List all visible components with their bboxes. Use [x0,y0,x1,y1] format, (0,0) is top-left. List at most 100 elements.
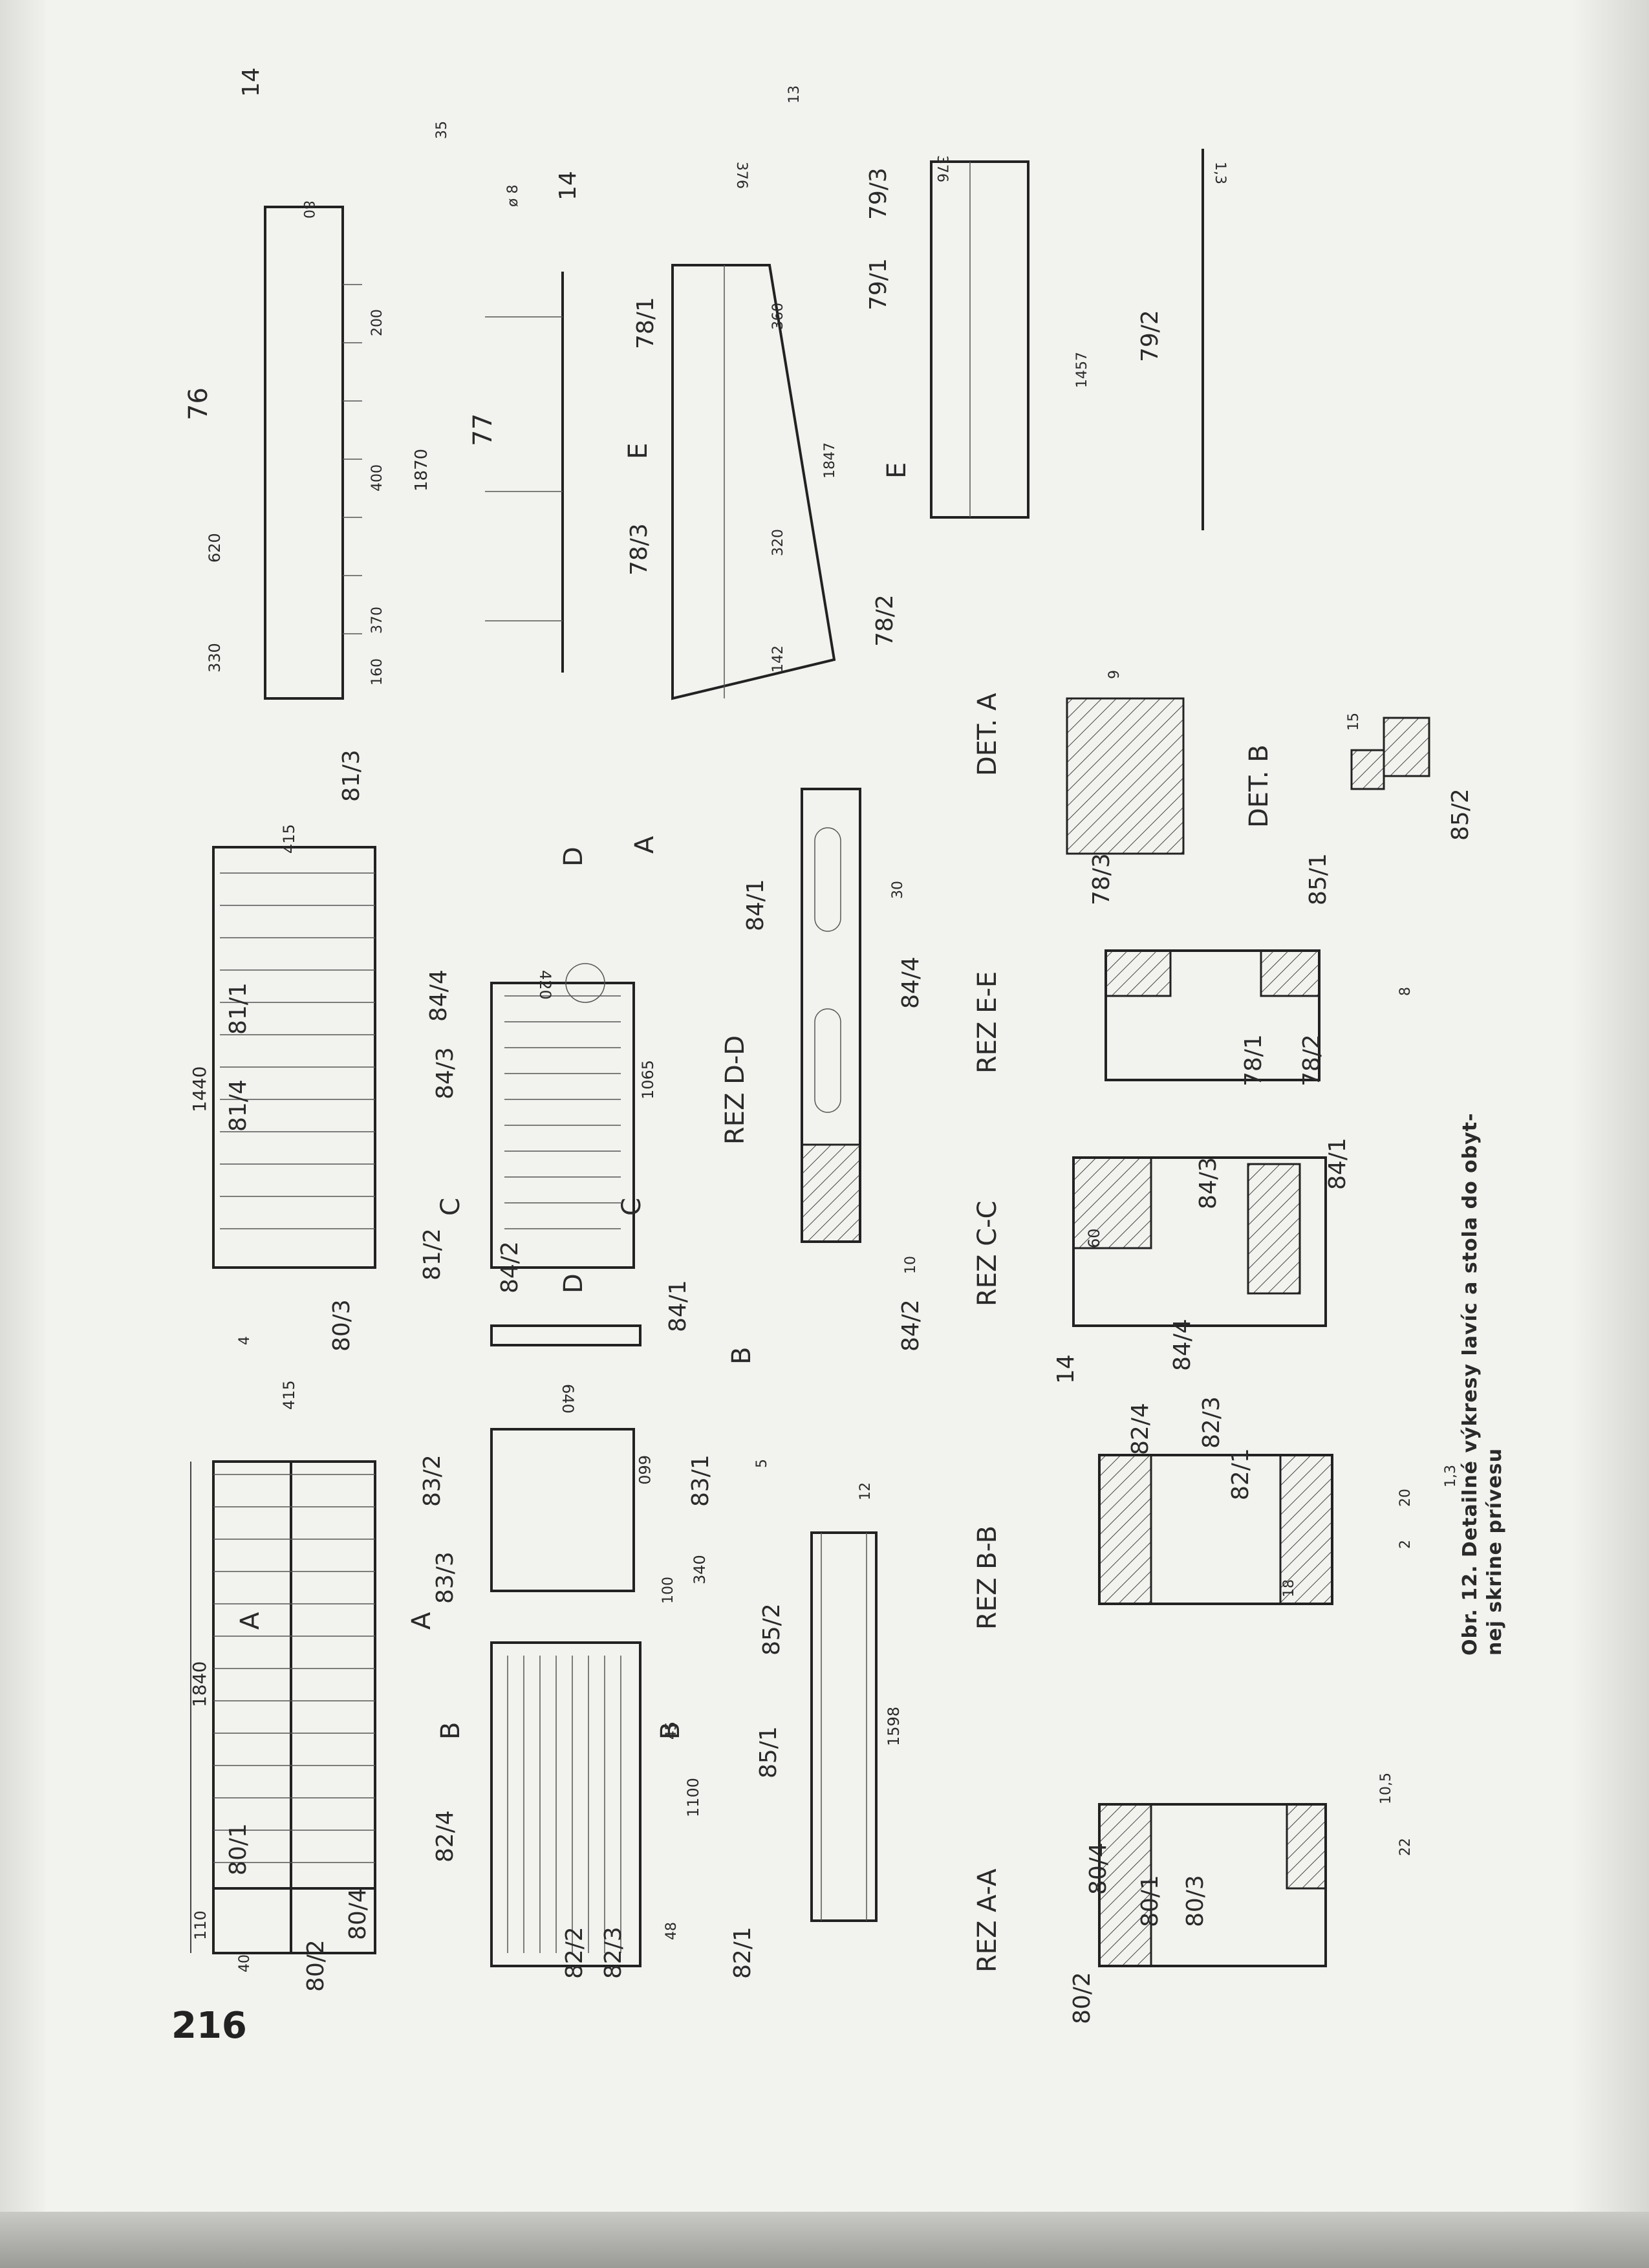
dim-22: 22 [1397,1838,1414,1856]
page-number: 216 [171,2005,247,2047]
detail-b-drawing [1350,717,1430,790]
label-80-3-section: 80/3 [1182,1875,1209,1927]
cut-marker-b-2: B [656,1722,685,1740]
board-85-outline [810,1531,878,1922]
dim-30: 30 [890,881,906,899]
dim-400: 400 [369,464,385,491]
dim-330: 330 [206,643,224,673]
section-title-rez-dd: REZ D-D [720,1035,750,1145]
dim-200: 200 [369,309,385,336]
cut-marker-c-2: C [617,1198,647,1216]
cut-marker-a-detail: A [630,836,660,854]
label-78-2-ee: 78/2 [1299,1034,1325,1086]
cut-marker-e-1: E [623,443,653,459]
label-14-top: 14 [238,67,264,97]
bench-84-plan [490,963,635,1269]
dim-phi8: ø 8 [505,185,521,207]
dim-320: 320 [770,529,786,556]
cut-marker-b-1: B [436,1722,466,1740]
dim-18: 18 [1281,1579,1297,1597]
dim-100: 100 [660,1577,676,1604]
label-83-1: 83/1 [687,1454,714,1507]
dim-110: 110 [191,1910,210,1940]
dim-5: 5 [754,1459,770,1468]
caption-line-1: Obr. 12. Detailné výkresy lavíc a stola … [1459,1112,1482,1656]
scan-right-shade [1571,0,1649,2268]
cut-marker-a-1: A [235,1612,265,1630]
cut-marker-b-detail: B [727,1347,757,1365]
label-83-2: 83/2 [419,1454,446,1507]
dim-80: 80 [300,200,316,219]
label-14-section: 14 [1053,1354,1079,1384]
label-77: 77 [468,413,498,446]
dim-45: 45 [663,1722,680,1740]
label-84-1: 84/1 [665,1280,691,1332]
bench-80-outline [212,1460,376,1954]
dim-415-a: 415 [280,1380,298,1410]
bench-82-plan [490,1641,641,1967]
dim-360: 360 [770,303,786,330]
dim-370: 370 [369,607,385,634]
dim-142: 142 [770,645,786,673]
label-80-4-section: 80/4 [1085,1842,1112,1895]
label-14-leg: 14 [555,171,581,200]
cut-marker-d-1: D [559,1273,588,1293]
dim-1840: 1840 [189,1661,210,1707]
dim-1457: 1457 [1074,352,1090,388]
label-79-2: 79/2 [1137,310,1163,362]
label-84-1-dd: 84/1 [742,879,769,931]
dim-35: 35 [434,121,450,139]
label-79-1: 79/1 [865,258,892,310]
section-title-det-a: DET. A [973,693,1002,776]
bench-81-plan [212,846,376,1269]
label-82-4-section: 82/4 [1127,1403,1154,1455]
dim-415-b: 415 [280,824,298,854]
dim-640: 640 [559,1384,577,1414]
dim-9: 9 [1106,670,1123,679]
label-81-1: 81/1 [225,982,252,1035]
dim-620: 620 [206,533,224,563]
label-84-3: 84/3 [432,1047,458,1099]
dim-4: 4 [237,1336,253,1345]
label-78-3-ee: 78/3 [1088,853,1115,905]
dim-1870: 1870 [412,449,431,491]
dim-12: 12 [857,1482,874,1500]
label-84-4-section: 84/4 [1169,1319,1196,1371]
label-84-4: 84/4 [426,969,452,1022]
label-80-4: 80/4 [345,1888,371,1940]
dim-1-3-right: 1,3 [1212,162,1228,184]
dim-376-a: 376 [733,162,749,189]
label-81-4: 81/4 [225,1079,252,1132]
label-82-4: 82/4 [432,1810,458,1863]
dim-20: 20 [1397,1489,1414,1507]
panel-83-outline [490,1428,635,1592]
label-80-1: 80/1 [225,1823,252,1875]
label-78-2: 78/2 [872,594,898,647]
label-78-1-ee: 78/1 [1240,1034,1267,1086]
dim-10-5: 10,5 [1378,1773,1394,1804]
label-85-2: 85/2 [759,1603,785,1656]
label-78-1: 78/1 [632,297,659,349]
dim-15: 15 [1346,713,1362,731]
label-80-3-side: 80/3 [329,1299,355,1352]
section-ee-drawing [1105,949,1320,1081]
dim-2: 2 [1397,1540,1414,1549]
label-85-1-det: 85/1 [1305,853,1331,905]
dim-1440: 1440 [189,1066,210,1112]
dim-160: 160 [369,658,385,686]
detail-a-drawing [1066,697,1185,855]
leg-77-side [485,272,564,673]
caption-line-2: nej skrine prívesu [1483,1447,1506,1656]
label-82-3: 82/3 [600,1927,627,1979]
dim-660: 660 [635,1455,653,1485]
label-85-2-det: 85/2 [1447,788,1474,841]
section-bb-drawing [1098,1454,1333,1605]
label-81-3: 81/3 [338,750,365,802]
bench-82-outline [490,1641,641,1967]
dim-1100: 1100 [684,1778,702,1817]
label-82-3-section: 82/3 [1198,1396,1225,1449]
dim-1598: 1598 [885,1707,903,1746]
board-640-outline [490,1324,641,1346]
dim-1847: 1847 [822,442,838,479]
